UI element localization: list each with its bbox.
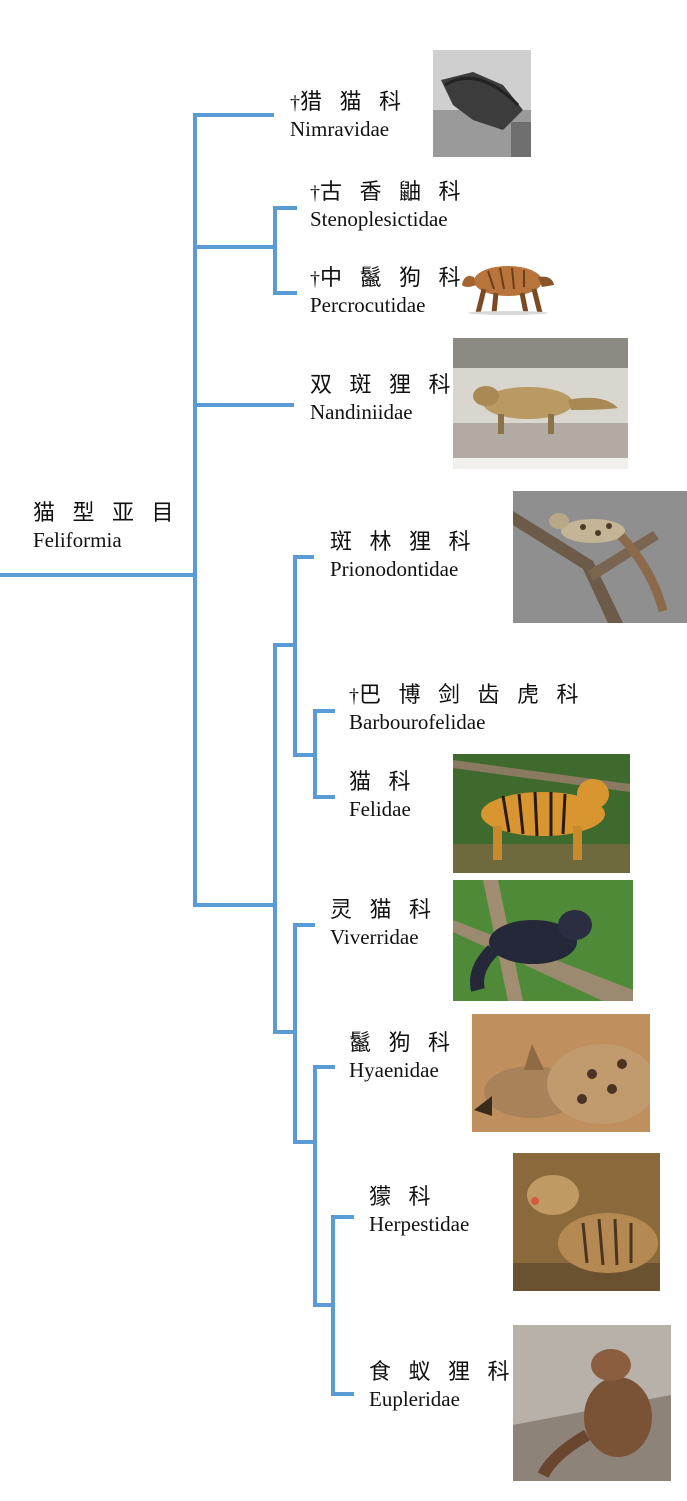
- taxon-zh-name: †猎 猫 科: [290, 88, 407, 116]
- extinct-dagger: †: [349, 685, 359, 707]
- taxon-en-name: Viverridae: [330, 924, 419, 949]
- taxon-label-viverridae: 灵 猫 科 Viverridae: [330, 896, 437, 950]
- zh-text: 中 鬣 狗 科: [320, 265, 467, 290]
- nimravid-skeleton-photo: [433, 50, 531, 157]
- taxon-en-name: Eupleridae: [369, 1386, 460, 1411]
- taxon-label-nandiniidae: 双 斑 狸 科 Nandiniidae: [310, 371, 457, 425]
- zh-text: 巴 博 剑 齿 虎 科: [359, 682, 585, 707]
- taxon-en-name: Hyaenidae: [349, 1057, 439, 1082]
- hyena-photo: [472, 1014, 650, 1132]
- binturong-photo: [453, 880, 633, 1001]
- taxon-zh-name: †巴 博 剑 齿 虎 科: [349, 681, 585, 709]
- root-zh-name: 猫 型 亚 目: [33, 500, 180, 525]
- taxon-zh-name: 食 蚁 狸 科: [369, 1359, 516, 1384]
- taxon-zh-name: 双 斑 狸 科: [310, 372, 457, 397]
- taxon-zh-name: 斑 林 狸 科: [330, 529, 477, 554]
- zh-text: 猎 猫 科: [300, 89, 408, 114]
- taxon-en-name: Nandiniidae: [310, 399, 413, 424]
- taxon-zh-name: 猫 科: [349, 769, 417, 794]
- mongoose-photo: [513, 1153, 660, 1291]
- taxon-label-hyaenidae: 鬣 狗 科 Hyaenidae: [349, 1029, 456, 1083]
- taxon-zh-name: 灵 猫 科: [330, 897, 438, 922]
- taxon-label-nimravidae: †猎 猫 科 Nimravidae: [290, 88, 407, 142]
- taxon-label-percrocutidae: †中 鬣 狗 科 Percrocutidae: [310, 264, 467, 318]
- linsang-photo: [513, 491, 687, 623]
- root-en-name: Feliformia: [33, 527, 122, 552]
- extinct-dagger: †: [310, 268, 320, 290]
- percrocutid-illustration: [460, 255, 556, 315]
- taxon-en-name: Herpestidae: [369, 1211, 470, 1236]
- root-label: 猫 型 亚 目 Feliformia: [33, 499, 180, 553]
- zh-text: 古 香 鼬 科: [320, 179, 467, 204]
- fossa-photo: [513, 1325, 671, 1481]
- taxon-en-name: Barbourofelidae: [349, 710, 486, 734]
- taxon-label-barbourofelidae: †巴 博 剑 齿 虎 科 Barbourofelidae: [349, 681, 585, 735]
- taxon-zh-name: †中 鬣 狗 科: [310, 264, 467, 292]
- taxon-label-eupleridae: 食 蚁 狸 科 Eupleridae: [369, 1358, 516, 1412]
- taxon-label-stenoplesictidae: †古 香 鼬 科 Stenoplesictidae: [310, 178, 467, 232]
- taxon-zh-name: 鬣 狗 科: [349, 1030, 457, 1055]
- taxon-zh-name: †古 香 鼬 科: [310, 178, 467, 206]
- taxon-label-herpestidae: 獴 科 Herpestidae: [369, 1183, 469, 1237]
- taxon-en-name: Stenoplesictidae: [310, 207, 448, 231]
- taxon-zh-name: 獴 科: [369, 1184, 437, 1209]
- taxon-en-name: Felidae: [349, 796, 411, 821]
- taxon-label-felidae: 猫 科 Felidae: [349, 768, 417, 822]
- taxon-en-name: Prionodontidae: [330, 556, 459, 581]
- tiger-photo: [453, 754, 630, 873]
- taxon-label-prionodontidae: 斑 林 狸 科 Prionodontidae: [330, 528, 477, 582]
- extinct-dagger: †: [310, 182, 320, 204]
- african-palm-civet-photo: [453, 338, 628, 469]
- extinct-dagger: †: [290, 92, 300, 114]
- taxon-en-name: Percrocutidae: [310, 293, 426, 317]
- taxon-en-name: Nimravidae: [290, 117, 390, 141]
